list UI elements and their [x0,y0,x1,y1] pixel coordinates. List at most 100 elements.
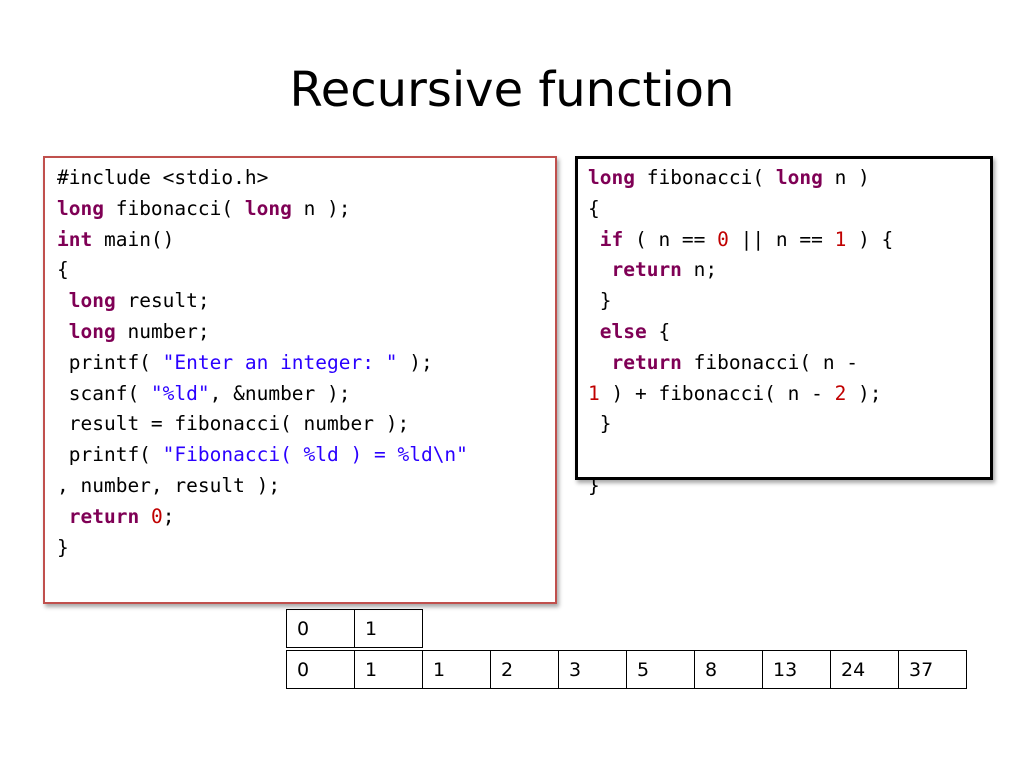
sequence-cell: 24 [830,650,899,689]
code-keyword: return [611,350,682,374]
code-number: 1 [588,381,600,405]
code-line: int main() [57,225,468,256]
code-line: long fibonacci( long n ) [588,163,893,194]
code-line: long result; [57,286,468,317]
code-line: long number; [57,317,468,348]
code-text [139,505,151,528]
sequence-cell: 3 [558,650,627,689]
code-text: ); [397,350,433,374]
code-line: printf( "Fibonacci( %ld ) = %ld\n" [57,440,468,471]
main-code-box [43,156,557,604]
code-line: } [57,533,468,564]
sequence-cell: 1 [422,650,491,689]
sequence-cell: 5 [626,650,695,689]
code-line: { [57,255,468,286]
code-text [57,289,69,312]
code-text: } [588,412,612,436]
code-text: , &number ); [209,381,351,405]
code-keyword: long [68,319,116,343]
sequence-cell: 13 [762,650,831,689]
code-text: { [57,258,69,282]
sequence-cell: 0 [286,650,355,689]
code-text [588,228,600,251]
code-text: scanf( [57,381,151,405]
slide-title: Recursive function [289,62,735,118]
code-line: #include <stdio.h> [57,163,468,194]
code-text: number; [115,319,210,343]
code-string: "Fibonacci( %ld ) = %ld\n" [162,443,468,467]
code-keyword: long [588,166,635,189]
code-text: } [588,289,612,313]
code-text [588,351,611,374]
code-line: } [588,286,893,317]
sequence-cell: 1 [354,650,423,689]
fibonacci-code-box [575,156,993,480]
code-text: { [646,319,671,343]
code-text: , number, result ); [57,473,281,497]
code-string: "%ld" [150,381,210,405]
code-text: result; [115,289,210,313]
code-line: return fibonacci( n - [588,348,893,379]
code-keyword: return [611,258,682,282]
code-line [588,440,893,471]
code-line: else { [588,317,893,348]
fibonacci-code-listing: long fibonacci( long n ){ if ( n == 0 ||… [588,163,893,502]
code-text: main() [92,227,175,251]
code-text: || n == [728,227,835,251]
code-number: 0 [717,227,729,251]
code-line: scanf( "%ld", &number ); [57,379,468,410]
code-text: ) { [846,227,894,251]
code-string: "Enter an integer: " [162,350,398,374]
code-text: ); [846,381,882,405]
code-text: ( n == [623,227,718,251]
code-line: , number, result ); [57,471,468,502]
code-text: #include <stdio.h> [57,166,269,189]
code-line: return n; [588,255,893,286]
sequence-cell: 2 [490,650,559,689]
code-line: long fibonacci( long n ); [57,194,468,225]
code-text: ) + fibonacci( n - [599,381,835,405]
code-line: printf( "Enter an integer: " ); [57,348,468,379]
code-text [57,505,69,528]
code-text: n ); [291,196,351,220]
code-text: n; [681,258,718,282]
sequence-cell: 1 [354,609,423,648]
code-text: } [57,535,69,559]
code-keyword: long [68,289,116,313]
code-keyword: long [57,196,104,220]
code-text: ; [162,504,175,528]
code-text: printf( [57,443,163,467]
code-keyword: long [775,166,823,189]
code-number: 1 [834,227,847,251]
code-line: } [588,409,893,440]
sequence-cell: 37 [898,650,967,689]
code-text: fibonacci( n - [681,350,859,374]
code-line: result = fibonacci( number ); [57,409,468,440]
code-keyword: if [599,227,624,251]
code-line: 1 ) + fibonacci( n - 2 ); [588,379,893,410]
code-keyword: long [244,196,292,220]
code-number: 0 [150,504,163,528]
code-line: { [588,194,893,225]
sequence-cell: 0 [286,609,355,648]
code-line: } [588,471,893,502]
code-number: 2 [834,381,847,405]
code-text [57,320,69,343]
code-line: if ( n == 0 || n == 1 ) { [588,225,894,256]
code-text: fibonacci( [634,166,776,189]
code-text: } [588,473,600,497]
code-text: fibonacci( [103,196,245,220]
code-keyword: else [599,319,647,343]
code-text [588,258,611,281]
code-text [588,320,600,343]
code-text: result = fibonacci( number ); [57,412,410,436]
code-text: n ) [822,166,870,189]
code-keyword: return [68,504,140,528]
sequence-cell: 8 [694,650,763,689]
code-keyword: int [57,227,93,251]
main-code-listing: #include <stdio.h> long fibonacci( long n… [57,163,468,563]
code-line: return 0; [57,502,468,533]
code-text: printf( [57,350,163,374]
